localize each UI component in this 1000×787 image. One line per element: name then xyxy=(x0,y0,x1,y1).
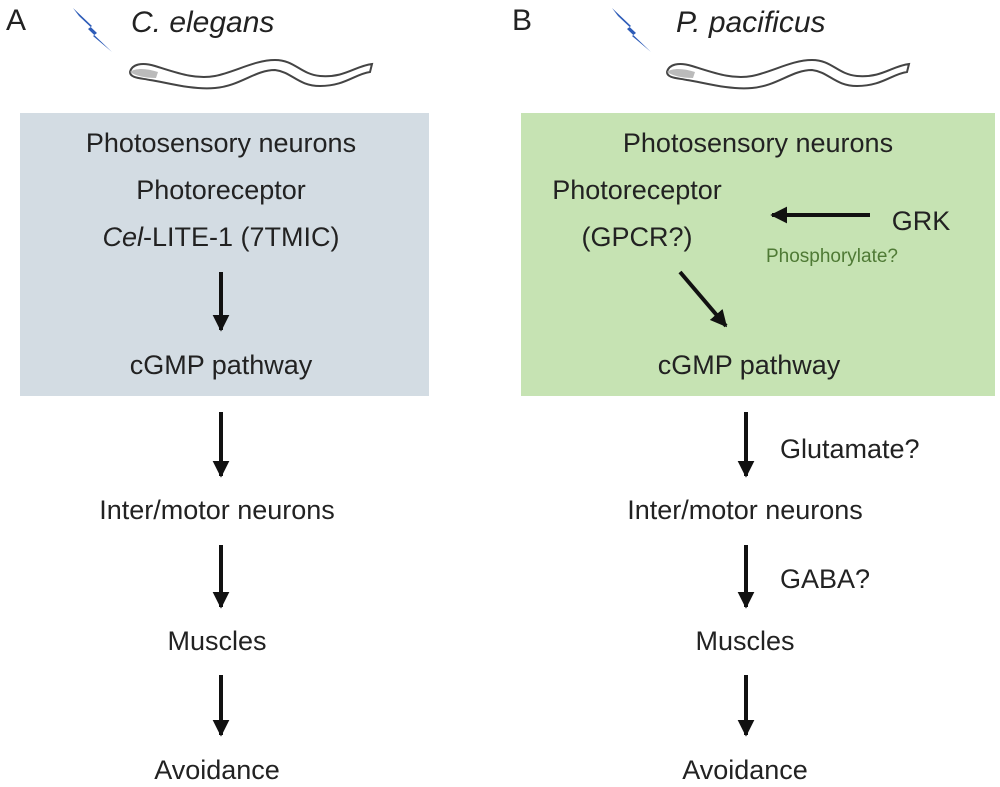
phosphorylate-label: Phosphorylate? xyxy=(766,246,898,267)
worm-icon xyxy=(665,58,911,90)
photosensory-box-b xyxy=(521,113,995,396)
panel-a: A C. elegans Photosensory neurons Photor… xyxy=(6,4,429,785)
arrow-b-1 xyxy=(678,270,728,328)
box-title-a: Photosensory neurons xyxy=(86,128,356,158)
box-title-b: Photosensory neurons xyxy=(623,128,893,158)
photosensory-box-a xyxy=(20,113,429,396)
muscles-label-a: Muscles xyxy=(167,626,266,656)
lightning-icon xyxy=(73,8,112,52)
species-label-b: P. pacificus xyxy=(676,6,826,39)
photoreceptor-name-a: Cel-LITE-1 (7TMIC) xyxy=(102,222,339,252)
inter-motor-label-b: Inter/motor neurons xyxy=(627,495,863,525)
cgmp-label-b: cGMP pathway xyxy=(658,350,841,380)
photoreceptor-label-b: Photoreceptor xyxy=(552,175,722,205)
inter-motor-label-a: Inter/motor neurons xyxy=(99,495,335,525)
photoreceptor-label-a: Photoreceptor xyxy=(136,175,306,205)
muscles-label-b: Muscles xyxy=(695,626,794,656)
gaba-label: GABA? xyxy=(780,564,870,594)
panel-a-letter: A xyxy=(6,4,26,37)
panel-b: B P. pacificus Photosensory neurons Phot… xyxy=(512,4,995,785)
photoreceptor-name-b: (GPCR?) xyxy=(581,222,692,252)
worm-icon xyxy=(128,58,374,90)
grk-label: GRK xyxy=(892,206,951,236)
cgmp-label-a: cGMP pathway xyxy=(130,350,313,380)
avoidance-label-b: Avoidance xyxy=(682,755,808,785)
panel-b-letter: B xyxy=(512,4,532,37)
lightning-icon xyxy=(612,8,651,52)
glutamate-label: Glutamate? xyxy=(780,434,920,464)
avoidance-label-a: Avoidance xyxy=(154,755,280,785)
species-label-a: C. elegans xyxy=(131,6,274,39)
